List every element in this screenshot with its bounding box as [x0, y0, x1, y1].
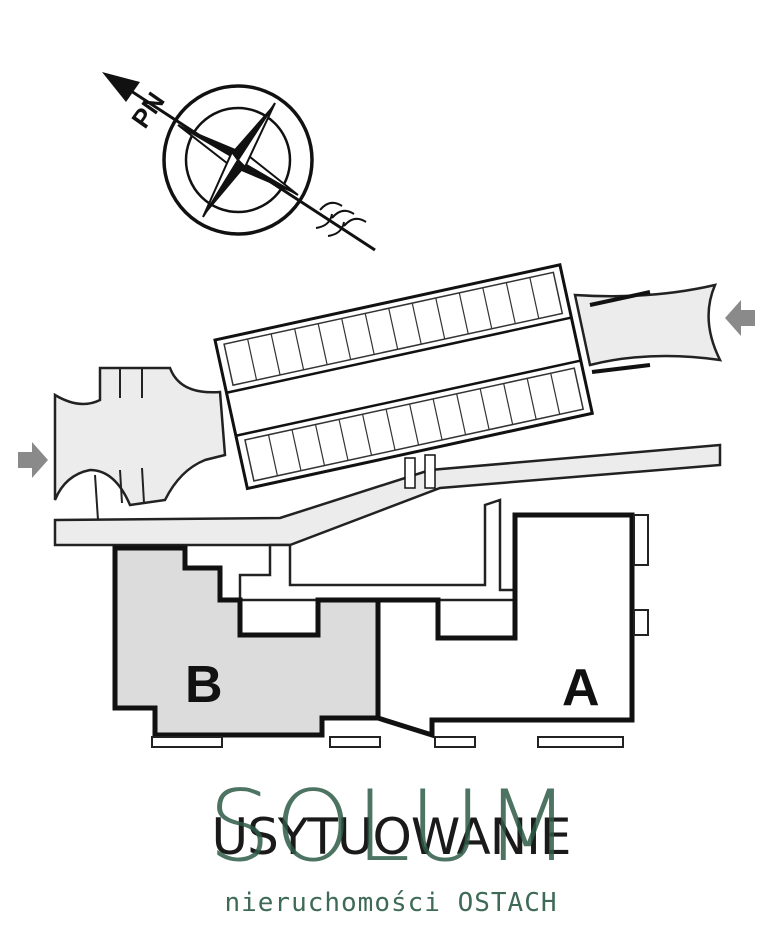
parking-stall-divider	[294, 328, 305, 370]
parking-stall-divider	[314, 424, 326, 466]
parking-stall-divider	[505, 282, 516, 324]
parking-stall-divider	[267, 434, 279, 476]
parking-stall-divider	[458, 292, 469, 335]
parking-stall-divider	[361, 414, 373, 456]
parking-stall-divider	[482, 287, 493, 329]
parking-stall-divider	[338, 419, 349, 461]
watermark-brand: SOLUM	[208, 770, 574, 884]
parking-stall-divider	[526, 378, 537, 420]
building-b[interactable]	[112, 545, 381, 738]
parking-stall-divider	[409, 403, 420, 446]
parking-stall-divider	[388, 308, 399, 350]
building-annexes	[151, 514, 649, 748]
building-a-label: A	[562, 659, 600, 717]
entrance-arrow-left-icon	[18, 442, 48, 478]
road	[53, 283, 723, 547]
stairs	[404, 454, 436, 489]
parking-stall-divider	[341, 318, 352, 360]
parking-stall-divider	[270, 333, 281, 376]
parking-stall-divider	[529, 277, 540, 319]
walkway	[238, 498, 517, 602]
parking-stall-divider	[503, 383, 514, 425]
parking-stall-divider	[411, 303, 422, 345]
entrance-arrow-right-icon	[725, 300, 755, 336]
parking-stall-divider	[479, 388, 490, 430]
parking-stall-divider	[291, 429, 302, 471]
parking-stall-divider	[550, 373, 561, 415]
parking-lot	[213, 263, 595, 491]
watermark-subtitle: nieruchomości OSTACH	[224, 888, 558, 918]
parking-stall-divider	[385, 409, 396, 451]
compass-label: PN	[125, 87, 170, 134]
building-b-label: B	[185, 656, 223, 714]
parking-stall-divider	[435, 297, 446, 340]
parking-stall-divider	[456, 393, 467, 435]
parking-stall-divider	[364, 313, 375, 355]
parking-stall-divider	[247, 338, 258, 381]
parking-stall-divider	[317, 323, 328, 365]
compass-rose-icon: PN	[102, 72, 376, 252]
parking-stall-divider	[432, 398, 443, 441]
caption: USYTUOWANIE	[211, 808, 571, 866]
building-a[interactable]	[375, 512, 635, 739]
side-parking	[94, 368, 145, 521]
